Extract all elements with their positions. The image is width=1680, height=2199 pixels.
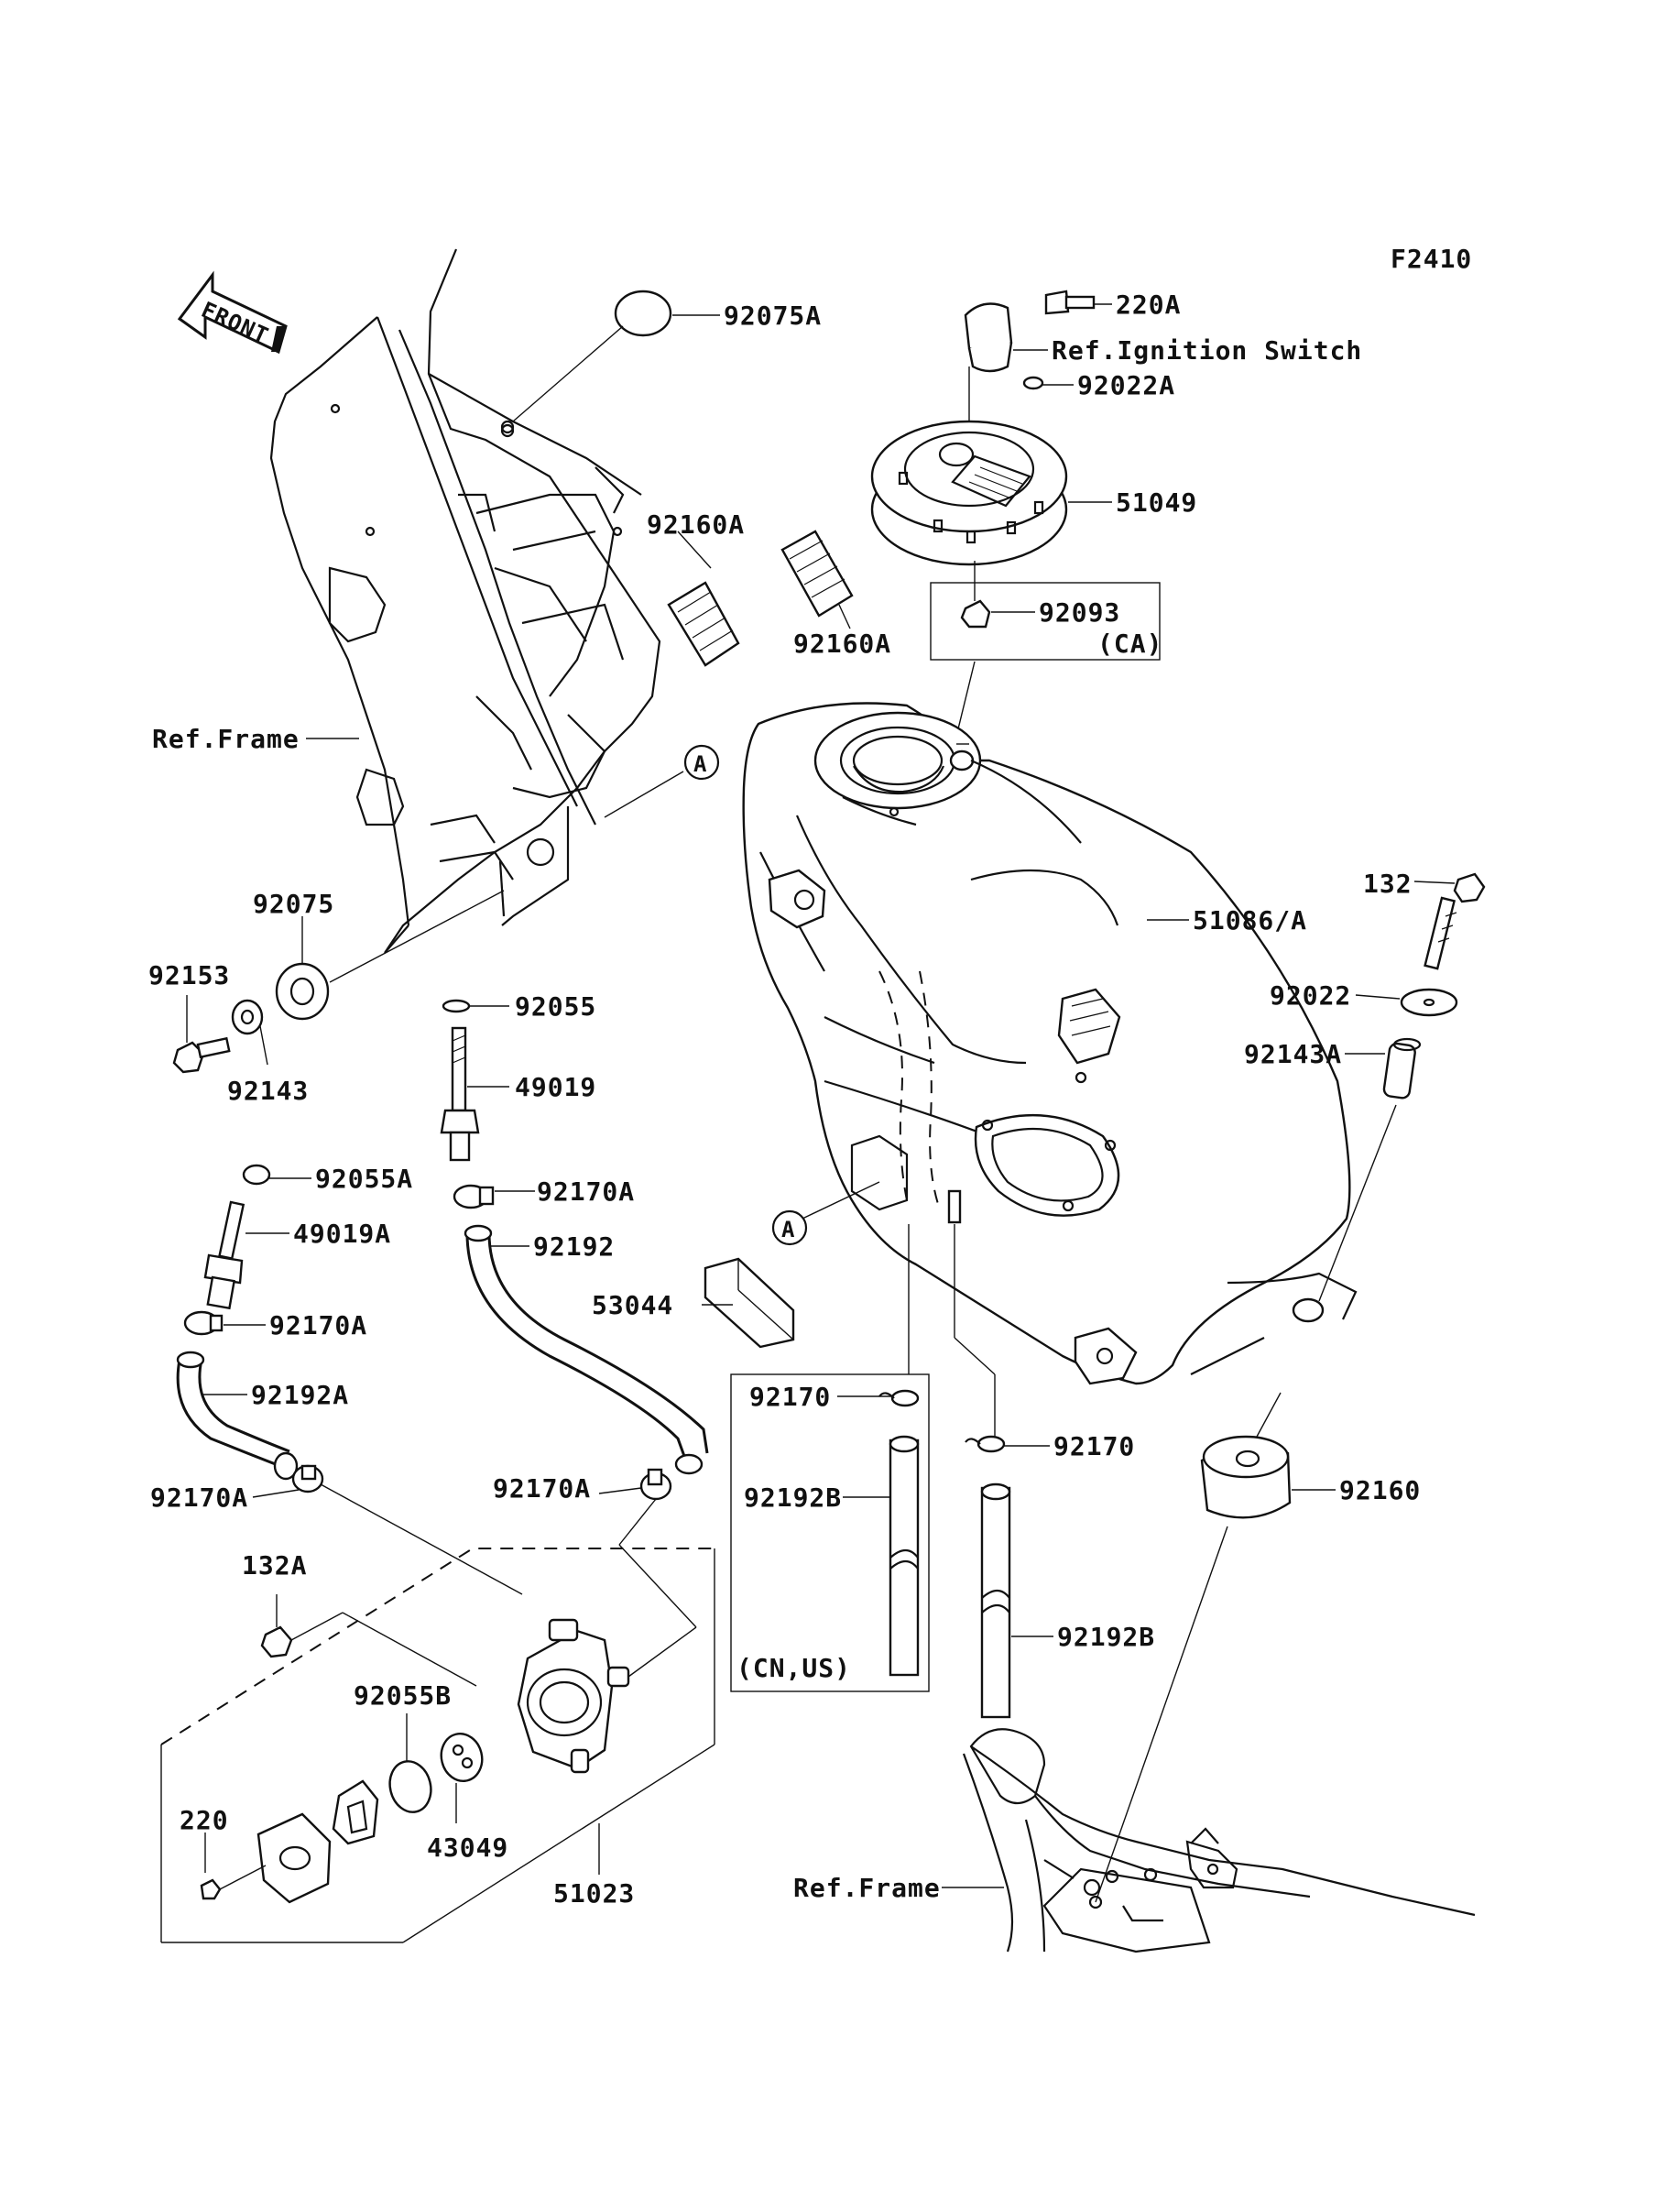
gasket — [332, 1779, 379, 1845]
label-92143: 92143 — [227, 1076, 309, 1106]
hose-92192a — [176, 1351, 299, 1481]
label-92192: 92192 — [533, 1231, 615, 1262]
fitting-49019a — [203, 1200, 289, 1310]
label-132a: 132A — [242, 1550, 307, 1581]
cnus-option-box — [730, 1373, 930, 1692]
fuel-valve-assembly-outline — [160, 1548, 715, 1943]
label-92192b-2: 92192B — [1057, 1622, 1155, 1652]
fuel-valve-51023 — [517, 1618, 697, 1774]
clamp-92170-1 — [837, 1389, 920, 1407]
hose-92192b-2 — [980, 1482, 1053, 1719]
ignition-switch-cover — [964, 302, 1048, 373]
label-92055a: 92055A — [315, 1164, 413, 1194]
label-92170a-3: 92170A — [150, 1482, 248, 1513]
pad-92160a-right — [780, 530, 854, 629]
pad-53044 — [702, 1257, 795, 1349]
label-92075a: 92075A — [724, 301, 822, 331]
pad-92160a-left — [667, 531, 740, 667]
washer-92022a — [1022, 376, 1074, 390]
grommet-92075 — [275, 890, 505, 1021]
label-ref-frame-lower: Ref.Frame — [793, 1873, 941, 1903]
callout-a-upper: A — [683, 744, 720, 781]
label-92093: 92093 — [1039, 597, 1120, 628]
fuel-cap-51049 — [870, 366, 1112, 566]
label-92192b-1: 92192B — [744, 1482, 842, 1513]
label-92170-2: 92170 — [1053, 1431, 1135, 1461]
screw-220 — [200, 1832, 267, 1900]
o-ring-92055a — [242, 1164, 311, 1186]
o-ring-92055b — [388, 1713, 432, 1813]
label-92160: 92160 — [1339, 1475, 1421, 1505]
clamp-92170a-4 — [598, 1468, 697, 1628]
figure-code: F2410 — [1391, 244, 1472, 274]
front-arrow-icon: FRONT — [177, 270, 288, 355]
label-49019: 49019 — [515, 1072, 596, 1102]
label-92055b: 92055B — [354, 1680, 452, 1711]
callout-a-upper-letter: A — [693, 751, 707, 777]
label-220: 220 — [180, 1805, 229, 1835]
label-cn-us: (CN,US) — [736, 1653, 851, 1683]
screw-220a — [1044, 290, 1112, 315]
fuel-cap-drain-option-box — [930, 561, 1161, 661]
label-92160a-left: 92160A — [647, 509, 745, 540]
fitting-49019 — [440, 1026, 509, 1162]
callout-a-lower-letter: A — [781, 1217, 795, 1242]
bolt-92153 — [172, 995, 231, 1074]
label-51049: 51049 — [1116, 487, 1197, 518]
frame-lower-illustration — [942, 1728, 1476, 1953]
label-92170a-2: 92170A — [269, 1310, 367, 1340]
clamp-92170-2 — [965, 1435, 1050, 1453]
frame-left-illustration — [269, 248, 661, 954]
label-49019a: 49019A — [293, 1219, 391, 1249]
label-ref-frame-upper: Ref.Frame — [152, 724, 300, 754]
label-ref-ignition-switch: Ref.Ignition Switch — [1052, 335, 1362, 366]
label-220a: 220A — [1116, 290, 1181, 320]
o-ring-92055 — [442, 999, 509, 1013]
washer-92022 — [1355, 988, 1458, 1017]
label-92170a-4: 92170A — [493, 1473, 591, 1504]
hose-92192 — [464, 1224, 709, 1475]
label-92075: 92075 — [253, 889, 334, 919]
label-92143a: 92143A — [1244, 1039, 1342, 1069]
label-132: 132 — [1363, 869, 1413, 899]
label-92170-1: 92170 — [749, 1382, 831, 1412]
bolt-132 — [1413, 872, 1486, 970]
label-92022: 92022 — [1270, 980, 1351, 1011]
clamp-92170a-2 — [183, 1310, 266, 1336]
clamp-92170a-1 — [453, 1184, 535, 1209]
label-51023: 51023 — [553, 1878, 635, 1909]
collar-92143 — [231, 999, 268, 1066]
callout-a-lower: A — [771, 1209, 808, 1246]
fuel-tank-51086 — [742, 702, 1358, 1385]
label-53044: 53044 — [592, 1290, 673, 1320]
label-92055: 92055 — [515, 991, 596, 1022]
collar-92143a — [1318, 1037, 1422, 1302]
label-92153: 92153 — [148, 960, 230, 990]
diaphragm-43049 — [440, 1733, 484, 1823]
grommet-92075a — [500, 290, 720, 434]
label-92170a-1: 92170A — [537, 1176, 635, 1207]
label-92022a: 92022A — [1077, 370, 1175, 400]
hose-92192b-1 — [843, 1435, 920, 1677]
front-label: FRONT — [198, 297, 273, 349]
label-92160a-right: 92160A — [793, 629, 891, 659]
label-92192a: 92192A — [251, 1380, 349, 1410]
label-43049: 43049 — [427, 1832, 508, 1863]
label-ca: (CA) — [1097, 629, 1162, 659]
label-51086-a: 51086/A — [1193, 905, 1307, 935]
damper-92160 — [1095, 1392, 1336, 1903]
clamp-92170a-3 — [252, 1464, 523, 1595]
bolt-132a — [260, 1594, 477, 1687]
plate — [256, 1812, 332, 1904]
